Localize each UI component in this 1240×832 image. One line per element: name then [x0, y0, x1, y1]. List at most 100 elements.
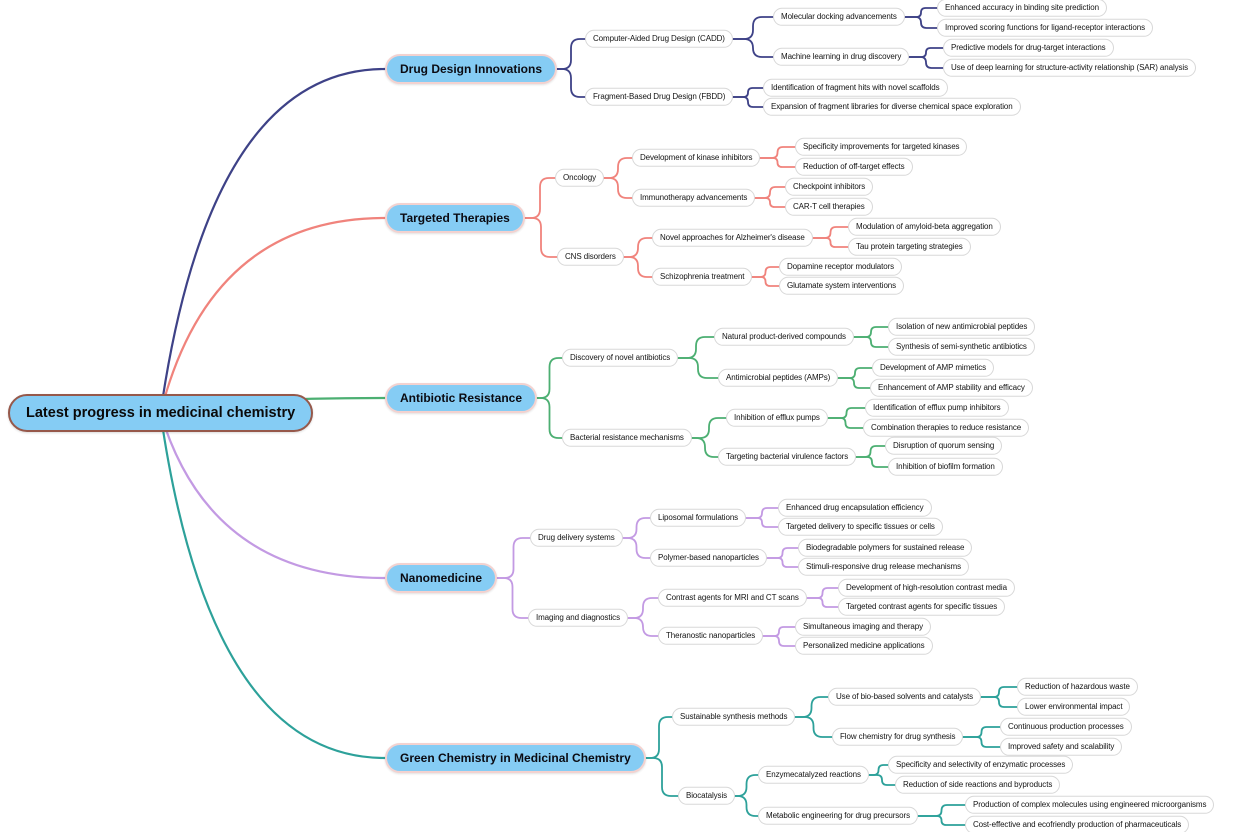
topic-node[interactable]: Targeting bacterial virulence factors — [718, 447, 857, 467]
topic-node[interactable]: Use of bio-based solvents and catalysts — [828, 687, 982, 707]
topic-node[interactable]: Fragment-Based Drug Design (FBDD) — [585, 87, 734, 107]
topic-node[interactable]: Targeted contrast agents for specific ti… — [838, 597, 1006, 617]
topic-node[interactable]: Theranostic nanoparticles — [658, 626, 764, 646]
connector-line — [917, 804, 966, 817]
topic-node[interactable]: Flow chemistry for drug synthesis — [832, 727, 964, 747]
topic-node[interactable]: Disruption of quorum sensing — [885, 436, 1003, 456]
topic-node[interactable]: Reduction of off-target effects — [795, 157, 913, 177]
topic-node[interactable]: Oncology — [555, 168, 604, 188]
branch-node[interactable]: Nanomedicine — [385, 563, 498, 593]
topic-node[interactable]: Tau protein targeting strategies — [848, 237, 971, 257]
topic-node[interactable]: Dopamine receptor modulators — [779, 257, 903, 277]
topic-node[interactable]: Specificity improvements for targeted ki… — [795, 137, 968, 157]
topic-node[interactable]: Enhanced accuracy in binding site predic… — [937, 0, 1107, 18]
topic-node[interactable]: Modulation of amyloid-beta aggregation — [848, 217, 1001, 237]
topic-node[interactable]: Isolation of new antimicrobial peptides — [888, 317, 1036, 337]
topic-node[interactable]: Immunotherapy advancements — [632, 188, 756, 208]
connector-line — [536, 397, 563, 439]
topic-node[interactable]: Discovery of novel antibiotics — [562, 348, 679, 368]
topic-node[interactable]: Molecular docking advancements — [773, 7, 905, 27]
topic-node[interactable]: Imaging and diagnostics — [528, 608, 628, 628]
topic-node[interactable]: Biodegradable polymers for sustained rel… — [798, 538, 973, 558]
connector-line — [766, 547, 799, 559]
topic-node[interactable]: Inhibition of efflux pumps — [726, 408, 828, 428]
connector-line — [623, 256, 653, 278]
topic-node[interactable]: Cost-effective and ecofriendly productio… — [965, 815, 1190, 832]
topic-node[interactable]: Biocatalysis — [678, 786, 736, 806]
root-node[interactable]: Latest progress in medicinal chemistry — [8, 394, 314, 432]
connector-line — [556, 68, 586, 98]
connector-line — [827, 407, 866, 419]
topic-node[interactable]: Enhancement of AMP stability and efficac… — [870, 378, 1033, 398]
connector-line — [962, 726, 1001, 738]
connector-line — [980, 686, 1018, 698]
topic-node[interactable]: Production of complex molecules using en… — [965, 795, 1215, 815]
connector-line — [691, 437, 719, 458]
connector-line — [645, 716, 673, 759]
connector-line — [622, 537, 651, 559]
topic-node[interactable]: CAR-T cell therapies — [785, 197, 873, 217]
topic-node[interactable]: Lower environmental impact — [1017, 697, 1131, 717]
topic-node[interactable]: Improved scoring functions for ligand-re… — [937, 18, 1153, 38]
topic-node[interactable]: Use of deep learning for structure-activ… — [943, 58, 1197, 78]
connector-line — [868, 764, 889, 776]
topic-node[interactable]: Enhanced drug encapsulation efficiency — [778, 498, 932, 518]
topic-node[interactable]: Polymer-based nanoparticles — [650, 548, 767, 568]
topic-node[interactable]: Synthesis of semi-synthetic antibiotics — [888, 337, 1035, 357]
topic-node[interactable]: Liposomal formulations — [650, 508, 747, 528]
topic-node[interactable]: Sustainable synthesis methods — [672, 707, 796, 727]
topic-node[interactable]: Identification of efflux pump inhibitors — [865, 398, 1009, 418]
topic-node[interactable]: Simultaneous imaging and therapy — [795, 617, 931, 637]
topic-node[interactable]: Development of AMP mimetics — [872, 358, 995, 378]
branch-node[interactable]: Targeted Therapies — [385, 203, 525, 233]
topic-node[interactable]: Natural product-derived compounds — [714, 327, 854, 347]
topic-node[interactable]: Computer-Aided Drug Design (CADD) — [585, 29, 733, 49]
connector-line — [159, 411, 387, 580]
topic-node[interactable]: Identification of fragment hits with nov… — [763, 78, 948, 98]
topic-node[interactable]: Metabolic engineering for drug precursor… — [758, 806, 918, 826]
topic-node[interactable]: Combination therapies to reduce resistan… — [863, 418, 1030, 438]
connector-line — [732, 16, 774, 40]
topic-node[interactable]: Stimuli-responsive drug release mechanis… — [798, 557, 969, 577]
topic-node[interactable]: Inhibition of biofilm formation — [888, 457, 1003, 477]
branch-node[interactable]: Antibiotic Resistance — [385, 383, 538, 413]
topic-node[interactable]: Development of kinase inhibitors — [632, 148, 761, 168]
branch-node[interactable]: Green Chemistry in Medicinal Chemistry — [385, 743, 646, 773]
topic-node[interactable]: Reduction of hazardous waste — [1017, 677, 1138, 697]
connector-line — [853, 326, 889, 338]
topic-node[interactable]: Drug delivery systems — [530, 528, 623, 548]
topic-node[interactable]: Bacterial resistance mechanisms — [562, 428, 692, 448]
topic-node[interactable]: Specificity and selectivity of enzymatic… — [888, 755, 1074, 775]
topic-node[interactable]: Schizophrenia treatment — [652, 267, 753, 287]
connector-line — [622, 517, 651, 539]
topic-node[interactable]: Contrast agents for MRI and CT scans — [658, 588, 807, 608]
topic-node[interactable]: Targeted delivery to specific tissues or… — [778, 517, 943, 537]
topic-node[interactable]: CNS disorders — [557, 247, 624, 267]
topic-node[interactable]: Continuous production processes — [1000, 717, 1132, 737]
topic-node[interactable]: Personalized medicine applications — [795, 636, 933, 656]
connector-line — [759, 146, 796, 159]
topic-node[interactable]: Novel approaches for Alzheimer's disease — [652, 228, 813, 248]
topic-node[interactable]: Enzymecatalyzed reactions — [758, 765, 869, 785]
connector-line — [159, 67, 387, 415]
topic-node[interactable]: Expansion of fragment libraries for dive… — [763, 97, 1021, 117]
topic-node[interactable]: Development of high-resolution contrast … — [838, 578, 1015, 598]
connector-line — [827, 417, 864, 429]
connector-line — [812, 226, 849, 239]
topic-node[interactable]: Glutamate system interventions — [779, 276, 905, 296]
topic-node[interactable]: Reduction of side reactions and byproduc… — [895, 775, 1061, 795]
connector-line — [762, 635, 796, 647]
connector-line — [734, 795, 759, 817]
connector-line — [627, 597, 659, 619]
topic-node[interactable]: Checkpoint inhibitors — [785, 177, 874, 197]
connector-line — [917, 815, 966, 826]
connector-line — [732, 87, 764, 98]
topic-node[interactable]: Improved safety and scalability — [1000, 737, 1123, 757]
topic-node[interactable]: Machine learning in drug discovery — [773, 47, 910, 67]
branch-node[interactable]: Drug Design Innovations — [385, 54, 558, 84]
topic-node[interactable]: Predictive models for drug-target intera… — [943, 38, 1114, 58]
connector-line — [853, 336, 889, 348]
topic-node[interactable]: Antimicrobial peptides (AMPs) — [718, 368, 839, 388]
connector-line — [159, 411, 387, 760]
